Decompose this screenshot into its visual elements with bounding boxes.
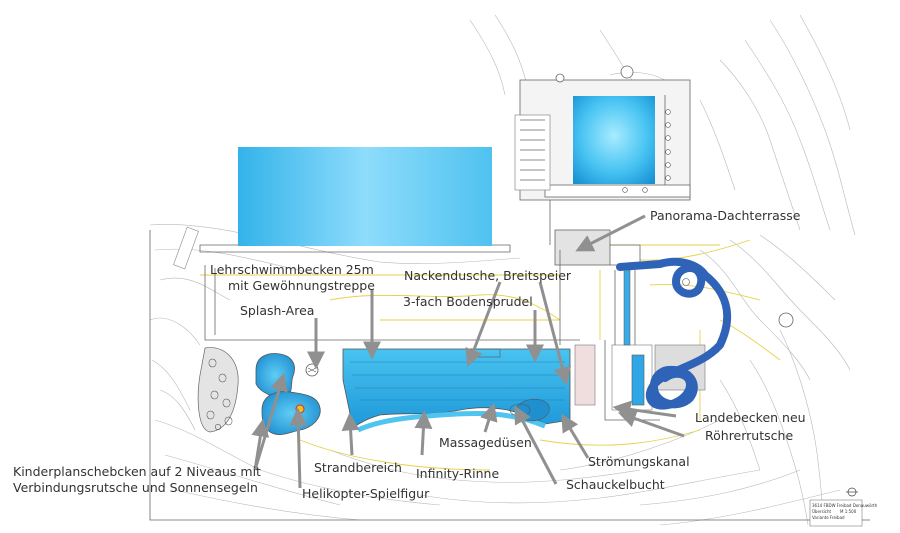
main-pool-lanes — [350, 361, 565, 401]
kinderplanschbecken-upper — [255, 353, 295, 398]
title-block-line4: Variante Freibad — [812, 515, 845, 520]
label-schaukel: Schauckelbucht — [566, 477, 665, 492]
rock-garden — [197, 347, 239, 433]
dachterrasse-pool — [573, 96, 655, 184]
label-kinder-1: Kinderplanschebcken auf 2 Niveaus mit — [13, 464, 261, 479]
label-landebecken-1: Landebecken neu — [695, 410, 806, 425]
label-massage: Massagedüsen — [439, 435, 532, 450]
terrain-contours — [149, 14, 856, 526]
label-splash: Splash-Area — [240, 303, 314, 318]
rutschen-auslauf — [623, 269, 631, 346]
title-block-line1: 3614 FBDW Freibad Donauwörth — [812, 503, 878, 508]
title-block-line2: Übersicht — [812, 509, 832, 514]
label-panorama: Panorama-Dachterrasse — [650, 208, 801, 223]
title-block-line3: M 1:500 — [840, 509, 857, 514]
label-infinity: Infinity-Rinne — [416, 466, 499, 481]
label-nackendusche: Nackendusche, Breitspeier — [404, 268, 572, 283]
label-heli: Helikopter-Spielfigur — [302, 486, 430, 501]
site-markers — [555, 65, 794, 328]
label-bodensprudel: 3-fach Bodensprudel — [403, 294, 533, 309]
callout-arrows — [251, 214, 685, 489]
callout-labels: Panorama-Dachterrasse Lehrschwimmbecken … — [13, 208, 806, 501]
title-block: 3614 FBDW Freibad Donauwörth Übersicht M… — [809, 487, 878, 527]
label-stroemung: Strömungskanal — [588, 454, 690, 469]
fixtures-rooftop — [622, 109, 671, 193]
slide-loop-upper — [671, 263, 706, 298]
landebecken — [631, 354, 645, 406]
lehrschwimmbecken-pool — [238, 147, 492, 246]
label-landebecken-2: Röhrerrutsche — [705, 428, 793, 443]
slide-loop-lower — [649, 365, 698, 409]
label-strand: Strandbereich — [314, 460, 402, 475]
label-lehrschwimmbecken-1: Lehrschwimmbecken 25m — [210, 262, 374, 277]
label-kinder-2: Verbindungsrutsche und Sonnensegeln — [13, 480, 258, 495]
slide-loop-hub — [682, 278, 690, 286]
label-lehrschwimmbecken-2: mit Gewöhnungstreppe — [228, 278, 375, 293]
